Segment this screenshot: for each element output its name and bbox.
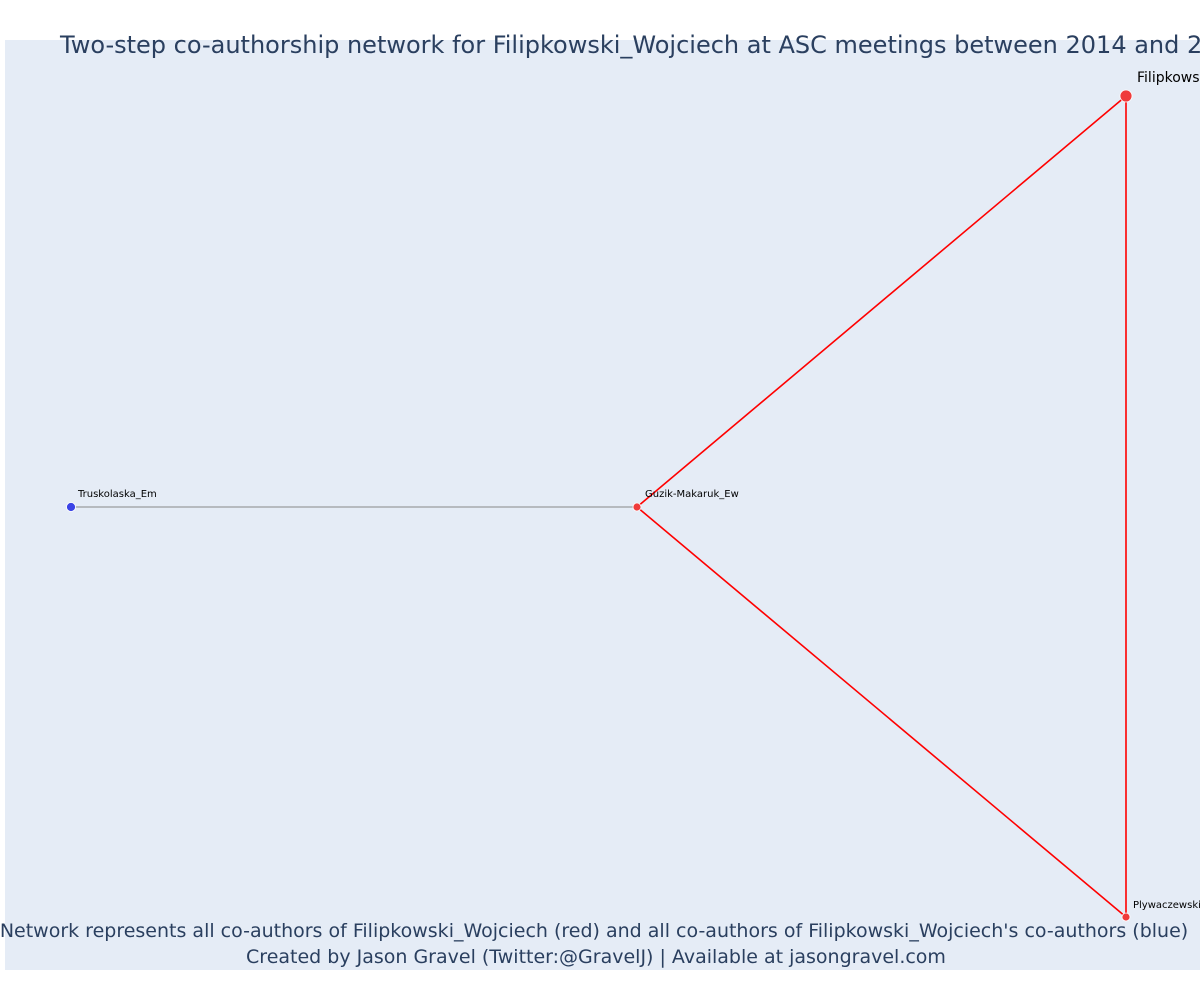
node-label-filipkowski: Filipkowski_Wojciech xyxy=(1137,70,1200,86)
caption-line-1: Network represents all co-authors of Fil… xyxy=(0,920,1188,942)
plot-background xyxy=(5,40,1200,970)
edge-guzik-plywaczewski xyxy=(636,506,1127,918)
figure-title: Two-step co-authorship network for Filip… xyxy=(59,31,1200,59)
node-label-guzik: Guzik-Makaruk_Ew xyxy=(645,489,739,500)
node-truskolaska[interactable] xyxy=(66,502,76,512)
edges-layer xyxy=(71,95,1127,918)
node-label-plywaczewski: Plywaczewski_Emil xyxy=(1133,900,1200,911)
node-filipkowski[interactable] xyxy=(1119,89,1133,103)
node-plywaczewski[interactable] xyxy=(1121,912,1131,922)
edge-filipkowski-guzik xyxy=(636,95,1127,508)
node-label-truskolaska: Truskolaska_Em xyxy=(77,489,157,500)
nodes-layer xyxy=(66,89,1133,922)
node-labels-layer: Filipkowski_WojciechGuzik-Makaruk_EwPlyw… xyxy=(77,70,1200,911)
caption-line-2: Created by Jason Gravel (Twitter:@Gravel… xyxy=(246,946,946,968)
node-guzik[interactable] xyxy=(632,502,642,512)
